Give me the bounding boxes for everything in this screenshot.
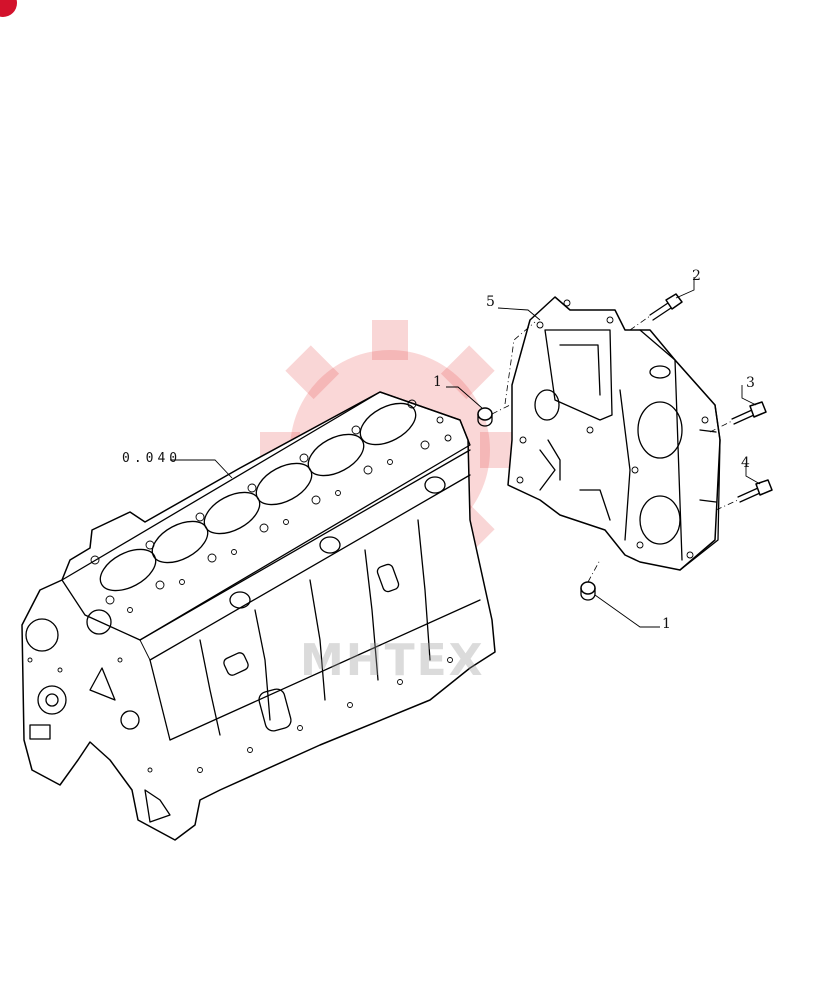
bolt-4-icon [737, 479, 773, 503]
housing-plate [507, 296, 721, 571]
bolt-3-icon [731, 401, 767, 425]
engine-block [21, 391, 496, 841]
callout-2: 2 [692, 268, 701, 284]
dowel-lower-icon [580, 581, 596, 601]
assembly-lines [491, 315, 739, 583]
callout-4: 4 [741, 455, 750, 471]
corner-badge-icon [0, 0, 17, 17]
callout-1-lower: 1 [662, 616, 671, 632]
reference-label: 0.040 [122, 451, 181, 466]
callout-3: 3 [746, 375, 755, 391]
dowel-upper-icon [477, 407, 493, 427]
callout-5: 5 [486, 294, 495, 310]
watermark-text: MHTEX [300, 635, 485, 686]
bolt-2-icon [649, 293, 683, 321]
callout-1-upper: 1 [433, 374, 442, 390]
leader-lines [170, 277, 761, 628]
